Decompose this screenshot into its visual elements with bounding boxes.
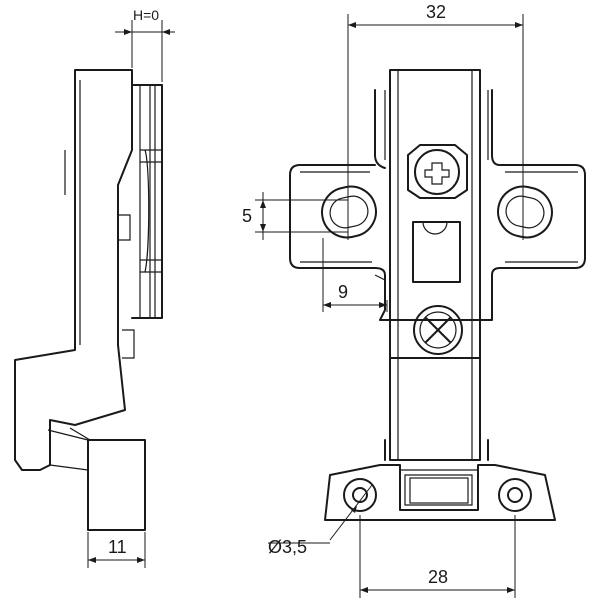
dimension-bottom-width: 28 — [359, 515, 516, 598]
bottom-width-label: 28 — [428, 567, 448, 587]
mounting-hole-right — [498, 478, 532, 512]
mounting-hole-left — [343, 478, 377, 512]
dimension-hole-diameter: Ø3,5 — [268, 484, 373, 557]
dimension-h-offset: H=0 — [115, 7, 175, 82]
slot-height-label: 5 — [242, 206, 252, 226]
dimension-top-width: 32 — [347, 2, 524, 240]
hinge-front-view — [289, 69, 586, 521]
hole-diameter-label: Ø3,5 — [268, 537, 307, 557]
adjustment-screw-icon — [413, 305, 463, 355]
dimension-side-width: 11 — [87, 532, 146, 568]
side-width-label: 11 — [108, 537, 127, 557]
slot-offset-label: 9 — [338, 282, 348, 302]
dimension-slot-offset: 9 — [322, 238, 388, 312]
top-width-label: 32 — [426, 2, 446, 22]
h-offset-label: H=0 — [133, 7, 159, 23]
cross-head-screw-icon — [407, 144, 468, 199]
dimension-slot-height: 5 — [242, 192, 348, 240]
hinge-side-view — [14, 69, 163, 531]
